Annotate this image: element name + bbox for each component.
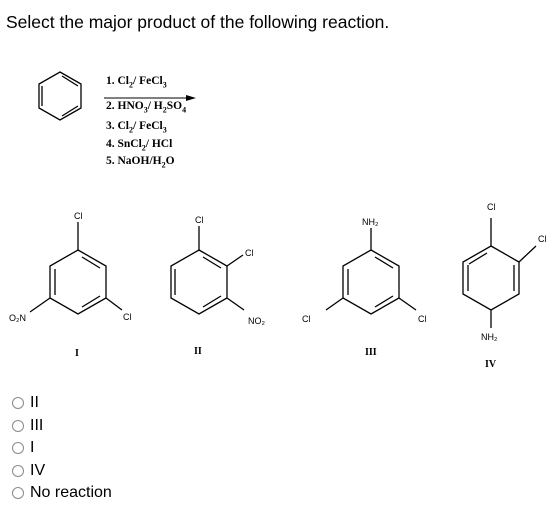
option-iii-label: III (30, 416, 44, 434)
option-iv[interactable]: IV (12, 460, 112, 483)
product-iv-cl-top: Cl (487, 202, 496, 212)
option-iv-label: IV (30, 461, 46, 479)
product-iii: NH₂ Cl Cl III (302, 217, 427, 358)
product-i-o2n: O₂N (9, 313, 26, 323)
product-label-iv: IV (485, 359, 497, 370)
product-iii-nh2: NH₂ (362, 217, 379, 227)
option-ii-label: II (30, 394, 39, 412)
product-ii: Cl Cl NO₂ II (170, 215, 266, 357)
product-label-iii: III (365, 347, 377, 358)
reagent-step-4: 4. SnCl2/ HCl (106, 138, 173, 153)
product-ii-cl-right: Cl (245, 248, 254, 258)
product-iii-cl-left: Cl (302, 314, 311, 324)
answer-options: II III I IV No reaction (12, 392, 112, 505)
reaction-arrow (104, 95, 196, 101)
product-i: Cl O₂N Cl I (9, 211, 132, 359)
product-iv: Cl Cl NH₂ IV (462, 202, 547, 370)
reagent-step-2: 2. HNO3/ H2SO4 (106, 100, 187, 115)
option-ii[interactable]: II (12, 392, 112, 415)
option-no-reaction-radio[interactable] (12, 487, 24, 500)
product-ii-cl-top: Cl (195, 215, 204, 225)
question-text: Select the major product of the followin… (6, 12, 390, 32)
option-iii[interactable]: III (12, 415, 112, 438)
option-iv-radio[interactable] (12, 464, 24, 477)
reaction-scheme: Cl O₂N Cl I Cl Cl NO₂ II NH₂ (9, 71, 547, 370)
benzene-reactant (38, 71, 82, 121)
reagent-step-5: 5. NaOH/H2O (106, 155, 175, 170)
reagent-step-3: 3. Cl2/ FeCl3 (106, 120, 167, 135)
reagent-list: 1. Cl2/ FeCl3 2. HNO3/ H2SO4 3. Cl2/ FeC… (106, 75, 226, 187)
product-iv-cl-right: Cl (538, 234, 547, 244)
product-ii-no2: NO₂ (248, 316, 266, 326)
product-label-ii: II (194, 346, 202, 357)
option-no-reaction[interactable]: No reaction (12, 482, 112, 505)
option-ii-radio[interactable] (12, 397, 24, 410)
option-i[interactable]: I (12, 437, 112, 460)
reagent-step-1: 1. Cl2/ FeCl3 (106, 75, 167, 90)
product-label-i: I (75, 348, 79, 359)
option-no-reaction-label: No reaction (30, 484, 112, 502)
option-i-radio[interactable] (12, 442, 24, 455)
product-iii-cl-right: Cl (418, 314, 427, 324)
product-iv-nh2: NH₂ (481, 332, 498, 342)
product-i-cl-right: Cl (123, 312, 132, 322)
product-i-cl-top: Cl (74, 211, 83, 221)
option-iii-radio[interactable] (12, 419, 24, 432)
option-i-label: I (30, 439, 35, 457)
